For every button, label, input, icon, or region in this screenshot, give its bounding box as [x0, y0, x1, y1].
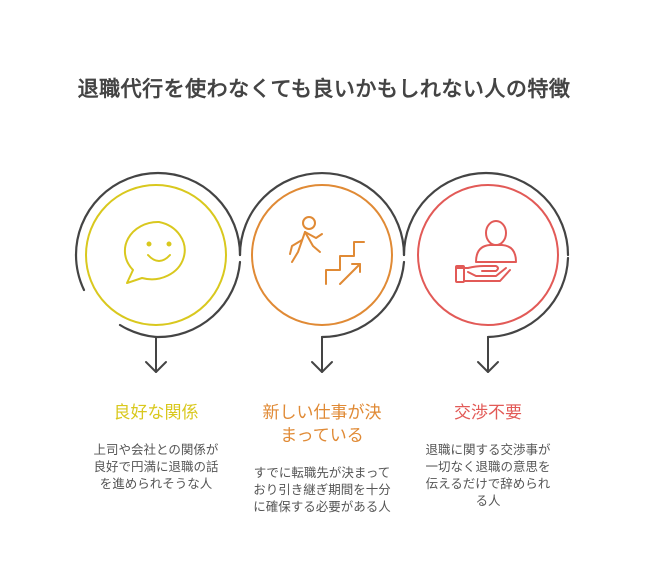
- item-title-2: 新しい仕事が決まっている: [262, 403, 382, 446]
- person-climbing-stairs-icon: [289, 216, 365, 285]
- down-arrow-icon: [477, 336, 499, 373]
- down-arrow-icon: [311, 336, 333, 373]
- person-hand-icon: [455, 220, 517, 283]
- connector-arc-3: [402, 171, 570, 257]
- page-title: 退職代行を使わなくても良いかもしれない人の特徴: [77, 77, 571, 101]
- item-circle-2: [251, 184, 393, 326]
- item-description-1: 上司や会社との関係が良好で円満に退職の話を進められそうな人: [93, 442, 219, 491]
- item-description-2: すでに転職先が決まっており引き継ぎ期間を十分に確保する必要がある人: [253, 465, 391, 514]
- item-title-1: 良好な関係: [113, 403, 199, 423]
- item-circle-1: [85, 184, 227, 326]
- item-description-3: 退職に関する交渉事が一切なく退職の意思を伝えるだけで辞められる人: [425, 442, 551, 508]
- item-circle-3: [417, 184, 559, 326]
- item-title-3: 交渉不要: [454, 403, 522, 423]
- connector-arc-2b: [154, 260, 242, 339]
- connector-arc-2: [238, 171, 406, 257]
- connector-arc-4b: [486, 256, 570, 339]
- down-arrow-icon: [145, 336, 167, 373]
- connector-arc-1: [74, 171, 242, 257]
- connector-arc-3b: [320, 260, 406, 339]
- connector-arc-1b: [118, 323, 158, 339]
- smiley-speech-bubble-icon: [123, 220, 186, 284]
- connector-arc-left: [74, 253, 86, 292]
